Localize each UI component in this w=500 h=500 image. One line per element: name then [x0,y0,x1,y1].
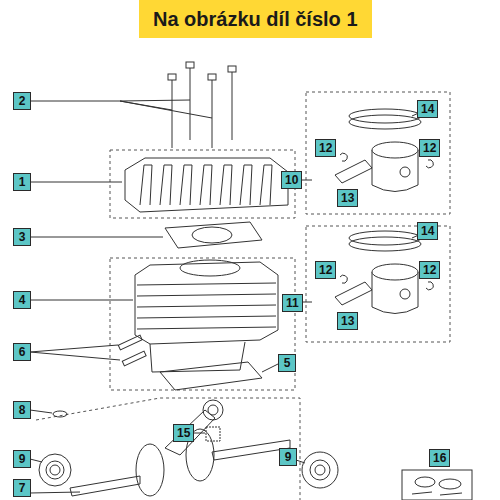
callout-number: 12 [419,261,440,279]
callout-number: 14 [417,100,438,118]
callout-number: 9 [279,448,297,466]
callout-number: 10 [281,171,302,189]
callout-number: 6 [13,343,31,361]
callout-number: 3 [13,228,31,246]
callout-number: 5 [278,354,296,372]
callout-number: 12 [315,139,336,157]
callout-number: 4 [13,291,31,309]
callout-number: 9 [13,450,31,468]
callout-number: 15 [173,424,194,442]
callout-number: 11 [282,294,303,312]
title-banner: Na obrázku díl číslo 1 [139,0,372,38]
callout-number: 14 [417,222,438,240]
callout-number: 13 [337,189,358,207]
callout-number: 7 [13,479,31,497]
callout-number: 1 [13,173,31,191]
callout-number: 12 [419,139,440,157]
callout-number: 12 [315,261,336,279]
callout-number: 13 [337,312,358,330]
callout-number: 16 [429,449,450,467]
callout-number: 8 [13,401,31,419]
callout-number: 2 [13,92,31,110]
